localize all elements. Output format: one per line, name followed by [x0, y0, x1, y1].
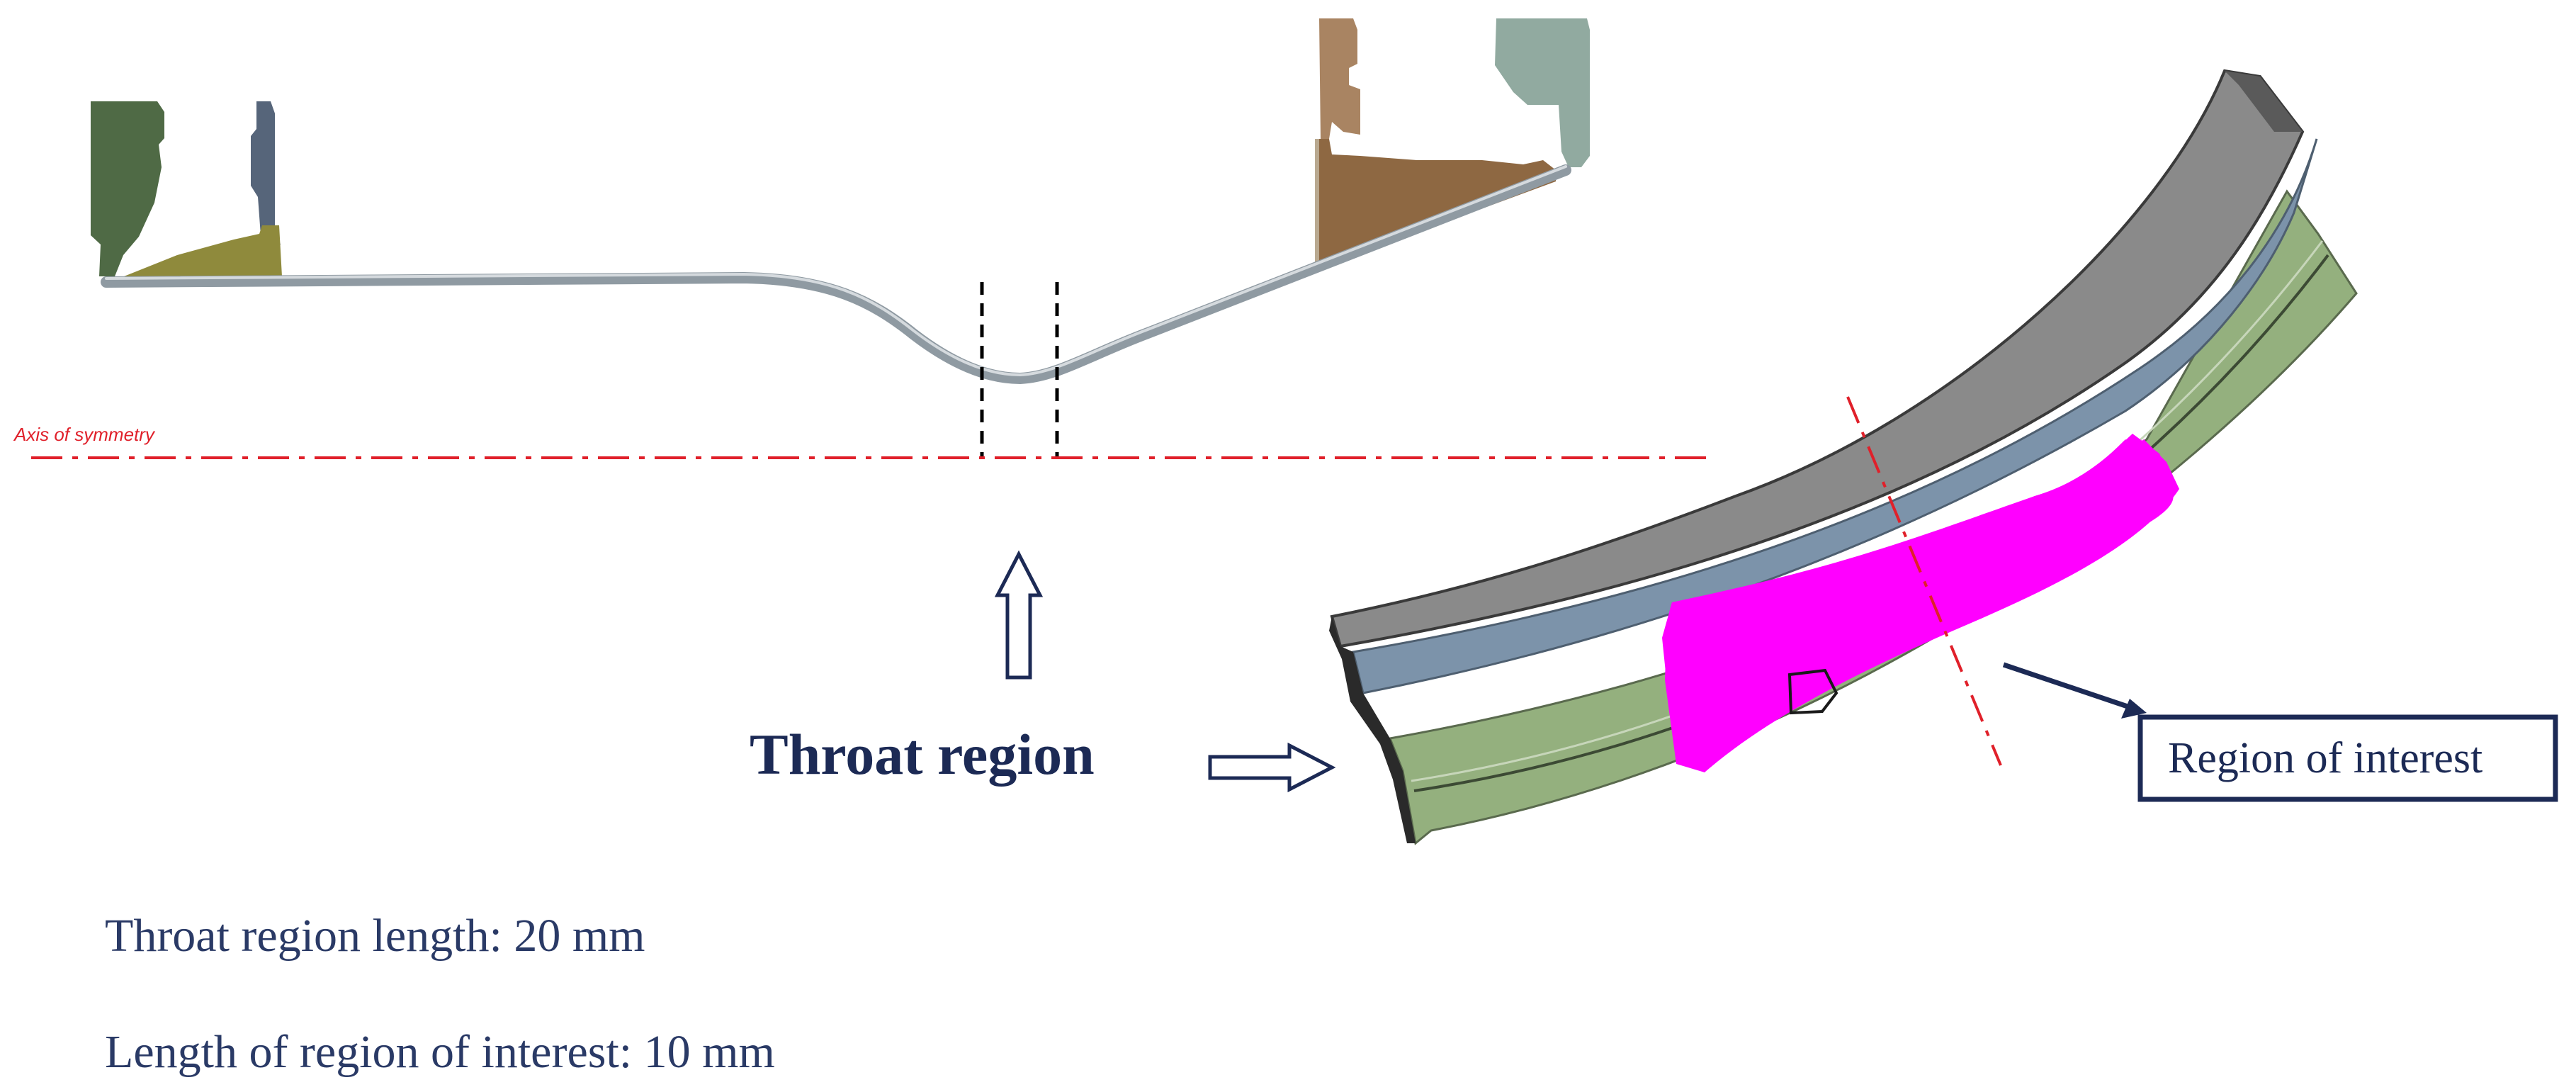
region-of-interest-core	[1665, 439, 2179, 772]
cross-section-marker-icon	[1787, 668, 1838, 715]
right-clamp-base-plate	[1315, 139, 1319, 266]
specimen-profile	[101, 164, 1571, 384]
region-of-interest-label: Region of interest	[2168, 734, 2482, 782]
callout-arrow-head-icon	[2121, 699, 2147, 719]
left-end-face	[1329, 617, 1416, 843]
callout-arrow-shaft	[2002, 662, 2135, 711]
roi-length-note: Length of region of interest: 10 mm	[105, 1026, 775, 1078]
right-clamp-post-teal	[1495, 18, 1590, 167]
left-clamp-wedge-olive	[124, 225, 282, 276]
left-clamp-block-green	[91, 101, 164, 276]
right-arrow-icon	[1208, 742, 1336, 793]
mid-plane-line	[1846, 396, 2002, 766]
specimen-profile-highlight	[105, 165, 1567, 377]
zoomed-specimen-segment	[1329, 69, 2358, 845]
region-of-interest-box	[2137, 714, 2558, 802]
left-clamp-fixture	[91, 101, 282, 276]
right-clamp-fixture	[1315, 18, 1590, 269]
axis-of-symmetry-label: Axis of symmetry	[13, 424, 156, 445]
gray-top-face	[2225, 71, 2303, 132]
up-arrow-icon	[994, 550, 1044, 680]
right-clamp-post-tan	[1319, 18, 1360, 139]
left-clamp-post-blue	[251, 101, 281, 249]
right-clamp-wedge-brown	[1315, 139, 1556, 269]
throat-length-note: Throat region length: 20 mm	[105, 910, 645, 962]
blue-middle-layer	[1352, 138, 2318, 694]
throat-region-label: Throat region	[750, 722, 1095, 787]
specimen-profile-outline	[101, 164, 1571, 384]
